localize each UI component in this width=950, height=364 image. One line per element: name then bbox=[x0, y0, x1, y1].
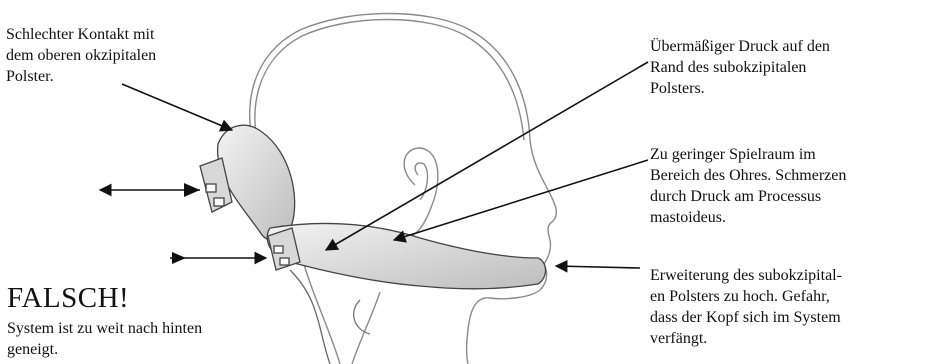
label-line: durch Druck am Processus bbox=[650, 186, 846, 207]
arrow-extension bbox=[556, 266, 640, 268]
arrow-poor-contact bbox=[122, 84, 232, 130]
label-line: Erweiterung des subokzipital- bbox=[650, 265, 842, 286]
head-profile-icon bbox=[250, 14, 557, 364]
verdict-title: FALSCH! bbox=[7, 282, 129, 314]
label-line: Übermäßiger Druck auf den bbox=[650, 36, 830, 57]
label-line: Polsters. bbox=[650, 78, 830, 99]
label-line: Polster. bbox=[6, 66, 156, 87]
label-line: dass der Kopf sich im System bbox=[650, 307, 842, 328]
label-line: Zu geringer Spielraum im bbox=[650, 144, 846, 165]
label-line: en Polsters zu hoch. Gefahr, bbox=[650, 286, 842, 307]
verdict-note: System ist zu weit nach hinten geneigt. bbox=[7, 318, 202, 360]
label-extension: Erweiterung des subokzipital- en Polster… bbox=[650, 265, 842, 349]
label-line: Schlechter Kontakt mit bbox=[6, 24, 156, 45]
tilt-arrow-tail-upper bbox=[184, 183, 200, 197]
arrow-pressure bbox=[326, 62, 648, 250]
headrest-pads-icon bbox=[200, 125, 546, 364]
tilt-arrow-tail-lower bbox=[172, 252, 186, 264]
label-line: mastoideus. bbox=[650, 207, 846, 228]
label-poor-contact: Schlechter Kontakt mit dem oberen okzipi… bbox=[6, 24, 156, 87]
arrow-clearance bbox=[394, 160, 648, 240]
label-line: verfängt. bbox=[650, 328, 842, 349]
label-ear-clearance: Zu geringer Spielraum im Bereich des Ohr… bbox=[650, 144, 846, 228]
label-line: Rand des subokzipitalen bbox=[650, 57, 830, 78]
verdict-note-line: geneigt. bbox=[7, 339, 202, 360]
label-pressure: Übermäßiger Druck auf den Rand des subok… bbox=[650, 36, 830, 99]
label-line: Bereich des Ohres. Schmerzen bbox=[650, 165, 846, 186]
verdict-note-line: System ist zu weit nach hinten bbox=[7, 318, 202, 339]
label-line: dem oberen okzipitalen bbox=[6, 45, 156, 66]
